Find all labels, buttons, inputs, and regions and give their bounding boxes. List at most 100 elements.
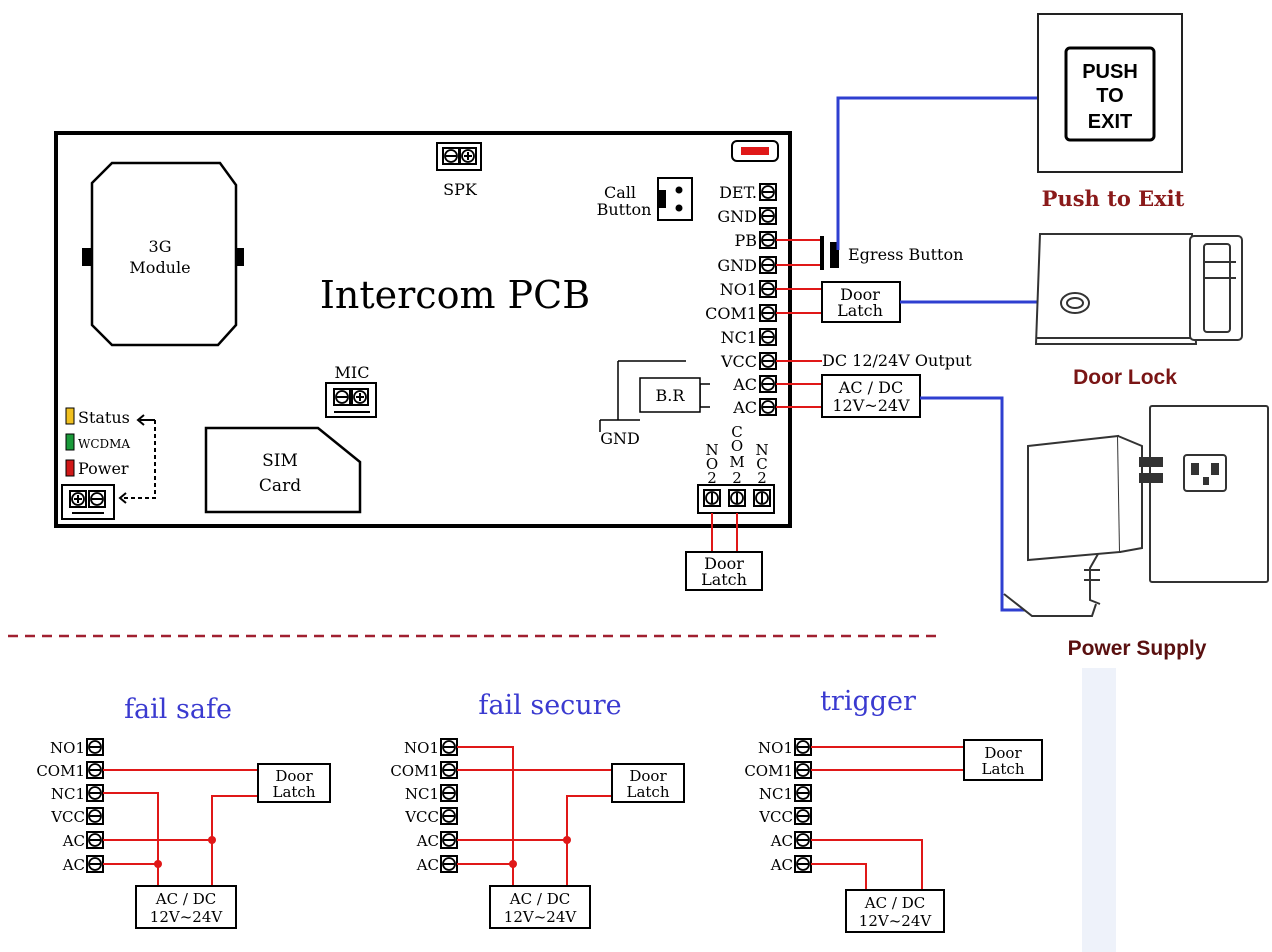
3g-module-label-1: 3G [149,237,172,256]
mode-title-fail-secure: fail secure [478,690,621,721]
pcb-title: Intercom PCB [320,273,590,317]
push-text: PUSH [1082,61,1138,83]
com2-c: C [731,423,742,441]
nc2-n: N [755,441,768,459]
fs-acdc-1: AC / DC [155,890,216,908]
trg-ac1: AC [770,832,793,850]
terminal-det: DET. [719,183,757,202]
com2-m: M [729,453,744,471]
trg-vcc: VCC [758,808,793,826]
sim-label-2: Card [259,476,301,496]
fail-safe-terminals [86,738,104,873]
call-button-label-2: Button [597,200,652,219]
terminal-nc1: NC1 [721,328,757,347]
sim-card [204,426,362,514]
wcdma-led-label: WCDMA [78,437,130,451]
status-led [65,407,75,425]
fs-door-latch-1: Door [275,767,313,785]
power-supply [1003,405,1269,617]
mic-label: MIC [335,363,370,382]
trg-com1: COM1 [744,762,793,780]
status-led-label: Status [78,408,130,427]
fs-door-latch-2: Latch [273,783,316,801]
fs-vcc: VCC [50,808,85,826]
trg-no1: NO1 [758,739,793,757]
to-text: TO [1096,85,1123,107]
fs-door-latch [257,763,331,803]
no2-n: N [705,441,718,459]
3g-module-tab-left [82,248,92,266]
mode-title-fail-safe: fail safe [124,694,232,725]
door-lock-label: Door Lock [1073,366,1177,389]
bridge-rectifier [639,377,701,413]
power-led [65,459,75,477]
trg-nc1: NC1 [759,785,793,803]
trg-door-latch-1: Door [984,744,1022,762]
terminal-gnd-1: GND [717,207,757,226]
fsec-ac2: AC [416,856,439,874]
spk-label: SPK [443,180,478,199]
door-latch-main-label-1: Door [840,285,880,304]
fs-acdc [135,885,237,929]
trg-ac2: AC [770,856,793,874]
dc-output-label: DC 12/24V Output [822,351,972,370]
fs-ac1: AC [62,832,85,850]
indicator-red-led [741,147,769,155]
fsec-door-latch-1: Door [629,767,667,785]
com2-2: 2 [732,469,742,487]
power-supply-label: Power Supply [1068,637,1207,660]
acdc-main-label-2: 12V~24V [832,396,910,415]
fsec-acdc [489,885,591,929]
trg-acdc-2: 12V~24V [859,912,933,930]
fsec-no1: NO1 [404,739,439,757]
egress-label: Egress Button [848,245,963,264]
3g-module-label-2: Module [129,258,190,277]
trg-door-latch-2: Latch [982,760,1025,778]
terminal-gnd-2: GND [717,256,757,275]
nc2-2: 2 [757,469,767,487]
fsec-door-latch [611,763,685,803]
no2-o: O [706,455,718,473]
com2-o: O [731,437,743,455]
call-button-label-1: Call [604,183,636,202]
nc2-c: C [756,455,767,473]
fs-com1: COM1 [36,762,85,780]
trigger-terminals [794,738,812,873]
bridge-rectifier-label: B.R [656,386,686,405]
door-lock [1034,233,1243,345]
fsec-door-latch-2: Latch [627,783,670,801]
3g-module [90,161,238,347]
door-latch-main-label-2: Latch [837,301,883,320]
exit-text: EXIT [1088,111,1132,133]
push-to-exit-button [1064,46,1156,142]
door-latch-bottom-label-1: Door [704,554,744,573]
fs-acdc-2: 12V~24V [150,908,224,926]
fs-ac2: AC [62,856,85,874]
push-to-exit-label: Push to Exit [1042,186,1185,211]
acdc-main [821,374,921,418]
terminal-ac-2: AC [732,398,757,417]
acdc-main-label-1: AC / DC [838,378,903,397]
fsec-com1: COM1 [390,762,439,780]
3g-module-tab-right [236,248,244,266]
fsec-ac1: AC [416,832,439,850]
door-latch-bottom [685,551,763,591]
fsec-acdc-1: AC / DC [509,890,570,908]
wcdma-led [65,433,75,451]
door-latch-bottom-label-2: Latch [701,570,747,589]
door-latch-main [821,281,901,323]
trg-acdc [845,889,945,933]
terminal-ac-1: AC [732,375,757,394]
sim-label-1: SIM [262,451,298,471]
fsec-nc1: NC1 [405,785,439,803]
gnd-label: GND [600,429,640,448]
terminal-pb: PB [734,231,757,250]
fsec-vcc: VCC [404,808,439,826]
terminal-com1: COM1 [705,304,757,323]
no2-2: 2 [707,469,717,487]
fs-no1: NO1 [50,739,85,757]
fs-nc1: NC1 [51,785,85,803]
trg-door-latch [963,739,1043,781]
fsec-acdc-2: 12V~24V [504,908,578,926]
